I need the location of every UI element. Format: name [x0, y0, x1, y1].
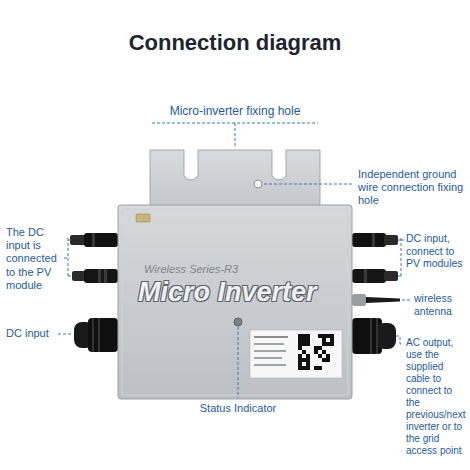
left-connectors	[70, 233, 118, 352]
dc-input-label: DC input, connect to PV modules	[406, 232, 466, 270]
series-name: Wireless Series-R3	[144, 263, 238, 276]
right-connectors	[352, 233, 400, 354]
inverter-housing	[118, 205, 352, 399]
diagram-title: Connection diagram	[0, 30, 470, 56]
product-name: Micro Inverter	[138, 277, 317, 308]
housing-rim	[122, 209, 348, 395]
status-led	[234, 318, 242, 326]
ground-hole-label: Independent ground wire connection fixin…	[358, 168, 464, 208]
dc-input-label: The DC input is connected to the PV modu…	[6, 226, 64, 292]
ground-hole	[254, 180, 262, 188]
mounting-bracket	[150, 150, 320, 208]
spec-sticker	[250, 330, 342, 378]
fixing-hole-label: Micro-inverter fixing hole	[150, 104, 320, 118]
status-label: Status Indicator	[188, 402, 288, 415]
dc-input-label: DC input	[6, 327, 64, 340]
antenna-label: wireless antenna	[414, 292, 466, 317]
brand-badge	[136, 214, 150, 222]
device-face: Wireless Series-R3Micro Inverter	[118, 205, 352, 315]
leader-lines	[58, 123, 411, 398]
ac-output-label: AC output, use the supplied cable to con…	[406, 337, 468, 457]
